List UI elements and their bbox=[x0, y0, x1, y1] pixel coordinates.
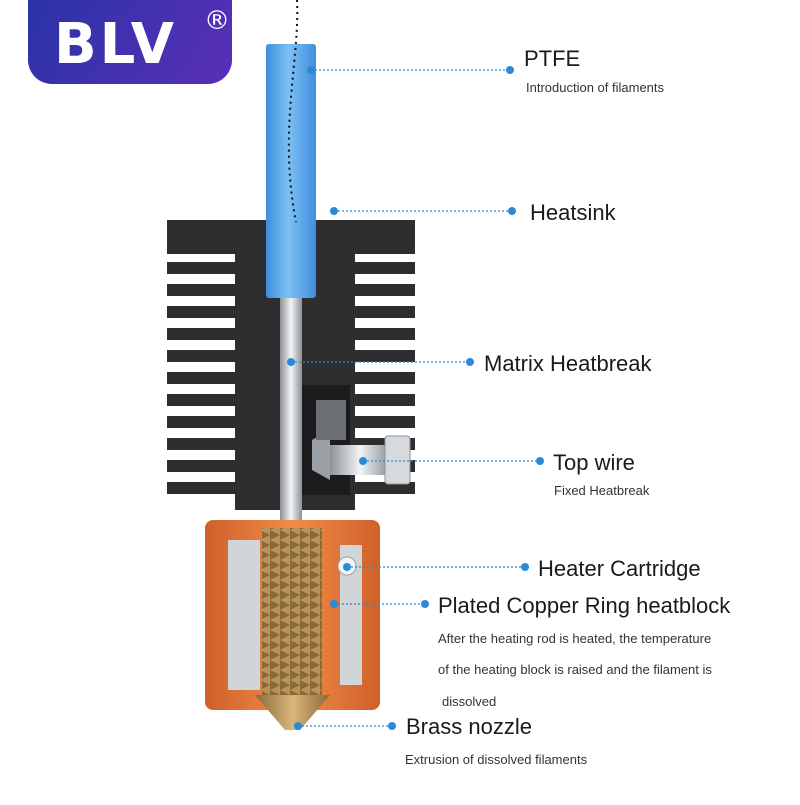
heatsink-fin-right bbox=[355, 306, 415, 318]
matrix-heatbreak bbox=[280, 298, 302, 530]
ptfe-tube bbox=[266, 0, 316, 298]
heatsink-fin-right bbox=[355, 284, 415, 296]
heatsink-fin-left bbox=[167, 394, 237, 406]
heatsink-fin-left bbox=[167, 328, 237, 340]
top-wire-title: Top wire bbox=[553, 450, 635, 475]
heatblock-desc-1: After the heating rod is heated, the tem… bbox=[438, 631, 712, 646]
brass-nozzle-body bbox=[255, 528, 330, 730]
heatsink-title: Heatsink bbox=[530, 200, 616, 225]
blv-logo: BLV ® bbox=[28, 0, 232, 84]
nozzle-label-dot bbox=[388, 722, 396, 730]
heatblock-desc-2: of the heating block is raised and the f… bbox=[438, 662, 712, 677]
heater-anchor-dot bbox=[343, 563, 351, 571]
logo-text: BLV bbox=[54, 12, 177, 77]
registered-mark: ® bbox=[204, 6, 230, 36]
heatsink-fin-right bbox=[355, 350, 415, 362]
ptfe-anchor-dot bbox=[307, 66, 315, 74]
leader-lines bbox=[287, 66, 544, 730]
nozzle-title: Brass nozzle bbox=[406, 714, 532, 739]
heater-label-dot bbox=[521, 563, 529, 571]
heatblock-label-dot bbox=[421, 600, 429, 608]
heatsink-fin-right bbox=[355, 328, 415, 340]
heatsink-fin-left bbox=[167, 416, 237, 428]
heatblock-anchor-dot bbox=[330, 600, 338, 608]
nozzle-anchor-dot bbox=[294, 722, 302, 730]
top-wire-clamp bbox=[312, 400, 411, 485]
ptfe-subtitle: Introduction of filaments bbox=[526, 80, 665, 95]
top-wire-anchor-dot bbox=[359, 457, 367, 465]
heatsink-fin-right bbox=[355, 416, 415, 428]
ptfe-title: PTFE bbox=[524, 46, 581, 71]
heatblock-title: Plated Copper Ring heatblock bbox=[438, 593, 731, 618]
heatsink-fin-right bbox=[355, 394, 415, 406]
heatbreak-label-dot bbox=[466, 358, 474, 366]
heatblock-desc-3: dissolved bbox=[442, 694, 497, 709]
heatsink-fin-left bbox=[167, 438, 237, 450]
heatsink-fin-left bbox=[167, 350, 237, 362]
heatsink-fin-left bbox=[167, 372, 237, 384]
heatsink-fin-left bbox=[167, 284, 237, 296]
nozzle-subtitle: Extrusion of dissolved filaments bbox=[405, 752, 588, 767]
heatbreak-anchor-dot bbox=[287, 358, 295, 366]
heater-title: Heater Cartridge bbox=[538, 556, 701, 581]
heatsink-fin-right bbox=[355, 262, 415, 274]
heatsink-fin-left bbox=[167, 482, 237, 494]
heatbreak-title: Matrix Heatbreak bbox=[484, 351, 652, 376]
heatsink-fin-right bbox=[355, 482, 415, 494]
heatsink-fin-left bbox=[167, 460, 237, 472]
ptfe-label-dot bbox=[506, 66, 514, 74]
heatsink-fin-right bbox=[355, 372, 415, 384]
heatsink-fin-left bbox=[167, 262, 237, 274]
heatsink-label-dot bbox=[508, 207, 516, 215]
top-wire-label-dot bbox=[536, 457, 544, 465]
heatsink-anchor-dot bbox=[330, 207, 338, 215]
heatsink-fin-left bbox=[167, 306, 237, 318]
top-wire-subtitle: Fixed Heatbreak bbox=[554, 483, 650, 498]
